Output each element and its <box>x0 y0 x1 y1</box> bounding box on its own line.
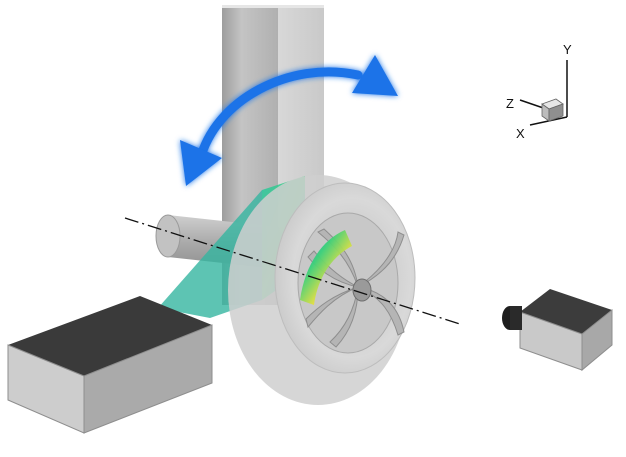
rotation-arrow-icon <box>180 55 398 186</box>
axis-label-x: X <box>516 126 525 141</box>
laser-icon <box>7 296 213 434</box>
rotation-axis-line <box>124 217 461 325</box>
axis-label-z: Z <box>506 96 514 111</box>
camera-icon <box>502 289 613 372</box>
impeller <box>300 228 405 348</box>
axis-triad-icon: Y Z X <box>506 42 572 141</box>
pump-casing <box>228 175 416 405</box>
axis-label-y: Y <box>563 42 572 57</box>
flow-field-contour <box>300 230 352 305</box>
